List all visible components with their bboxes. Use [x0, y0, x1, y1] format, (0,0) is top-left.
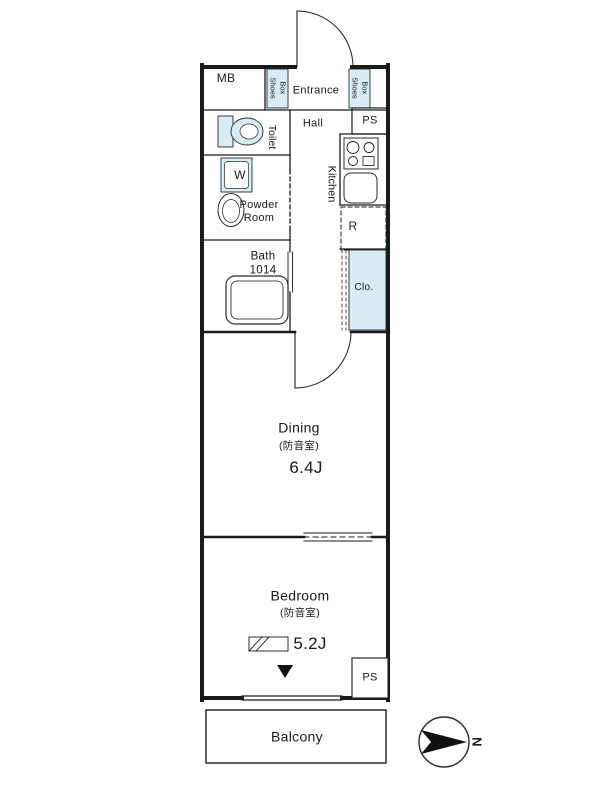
washer-label: W	[234, 167, 246, 182]
powder-room-line2: Room	[243, 212, 275, 224]
door-marker-triangle	[277, 665, 293, 678]
closet-fixture	[341, 249, 387, 331]
washing-machine-fixture	[220, 157, 253, 193]
bed-icon	[248, 636, 289, 652]
balcony-window	[241, 695, 343, 701]
bedroom-label: Bedroom	[270, 587, 330, 604]
powder-sink-fixture	[217, 193, 245, 227]
shoes-box-right-line2: Box	[360, 81, 370, 95]
interior-walls	[201, 66, 389, 333]
toilet-fixture	[217, 115, 264, 148]
shoes-box-left-line1: Shoes	[268, 77, 278, 99]
dining-label: Dining	[278, 419, 320, 436]
stove-fixture	[343, 137, 379, 170]
ps-top-box	[351, 107, 389, 135]
mb-label: MB	[216, 70, 236, 85]
compass	[418, 716, 470, 768]
refrigerator-space	[340, 206, 387, 251]
kitchen-sink-fixture	[343, 172, 378, 204]
shoes-box-left-label: Shoes Box	[268, 77, 288, 99]
entrance-door-arc	[296, 10, 354, 68]
bedroom-note-label: (防音室)	[280, 606, 320, 619]
kitchen-label: Kitchen	[325, 165, 338, 203]
room-divider-walls	[200, 330, 390, 539]
sliding-partition	[303, 532, 373, 542]
shoes-box-left-fixture	[266, 68, 289, 109]
compass-needle-icon	[421, 730, 467, 754]
bath-door	[287, 251, 293, 293]
dining-door-arc	[294, 331, 352, 389]
shoes-box-right-line1: Shoes	[350, 77, 360, 99]
powder-room-label: Powder Room	[239, 199, 278, 225]
closet-label: Clo.	[354, 282, 374, 294]
shoes-box-right-label: Shoes Box	[350, 77, 370, 99]
bathtub-fixture	[225, 275, 289, 325]
bath-line2: 1014	[249, 264, 277, 276]
dining-size-label: 6.4J	[289, 457, 323, 477]
ps-bottom-box	[351, 657, 389, 699]
balcony-label: Balcony	[271, 728, 323, 745]
powder-room-line1: Powder	[239, 199, 279, 212]
shoes-box-left-line2: Box	[278, 81, 288, 95]
ps-bottom-label: PS	[362, 671, 378, 684]
balcony-outline	[205, 709, 387, 764]
dining-note-label: (防音室)	[279, 439, 319, 452]
ps-top-label: PS	[362, 114, 378, 127]
refrigerator-label: R	[348, 218, 358, 233]
toilet-label: Toilet	[266, 124, 279, 150]
bedroom-size-label: 5.2J	[293, 633, 327, 653]
bath-line1: Bath	[250, 250, 276, 263]
bath-label: Bath 1014	[250, 250, 277, 277]
compass-north-label: N	[469, 737, 485, 747]
entrance-label: Entrance	[292, 84, 340, 97]
hall-label: Hall	[302, 117, 324, 130]
